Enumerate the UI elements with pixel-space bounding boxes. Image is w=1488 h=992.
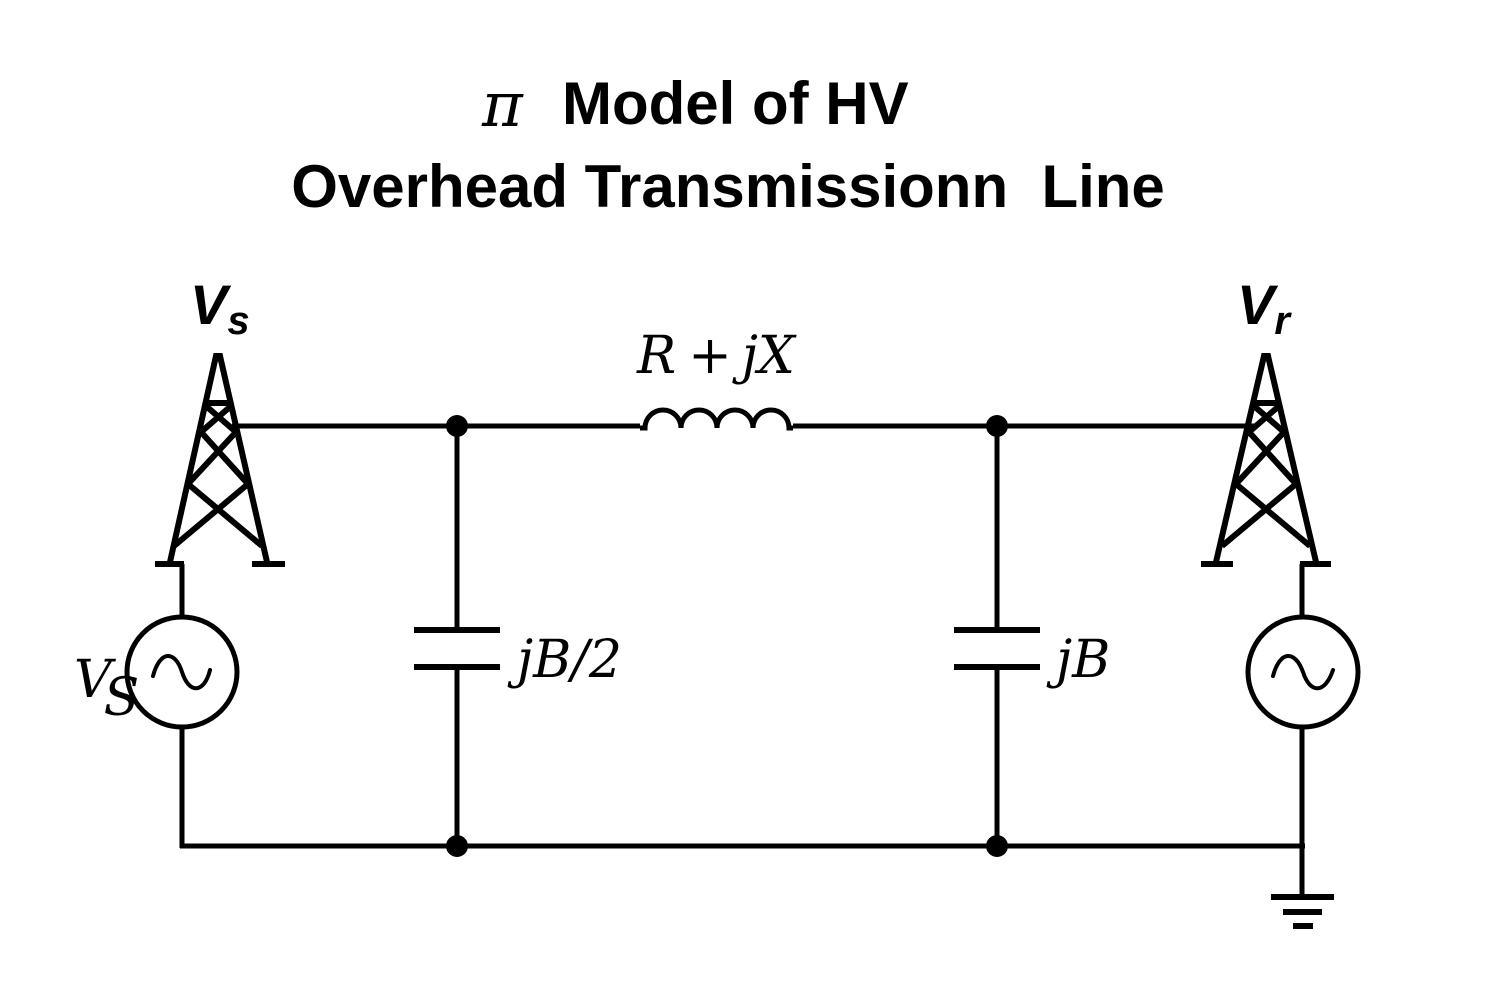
receiving-end-source [1245, 614, 1361, 730]
junction-node-bottom-right [986, 835, 1008, 857]
shunt-right-label: jB [1046, 630, 1110, 690]
ground-icon [1271, 894, 1334, 929]
ac-voltage-source-icon [1245, 614, 1361, 730]
shunt-capacitor-left: jB/2 [414, 627, 622, 690]
transmission-tower-icon [155, 353, 285, 567]
sending-source-label: VS [74, 650, 139, 728]
ac-voltage-source-icon [124, 614, 240, 730]
junction-node-top-left [446, 415, 468, 437]
shunt-left-label: jB/2 [507, 630, 622, 690]
sending-end-tower: Vs [155, 273, 285, 567]
receiving-end-tower: Vr [1201, 273, 1331, 567]
shunt-capacitor-right: jB [954, 627, 1110, 690]
sending-end-source: VS [74, 614, 240, 730]
junction-nodes [446, 415, 1008, 857]
junction-node-top-right [986, 415, 1008, 437]
transmission-tower-icon [1201, 353, 1331, 567]
diagram-title: π Model of HV Overhead Transmissionn Lin… [291, 68, 1165, 220]
series-impedance-label: R + jX [636, 326, 797, 386]
inductor-coil-icon [640, 407, 793, 431]
series-inductor: R + jX [636, 326, 797, 431]
title-pi-symbol: π [481, 68, 524, 141]
title-line-1: Model of HV [562, 70, 909, 137]
junction-node-bottom-left [446, 835, 468, 857]
circuit-wires [179, 423, 1305, 898]
receiving-tower-label: Vr [1237, 273, 1292, 343]
title-line-2: Overhead Transmissionn Line [291, 153, 1165, 220]
sending-tower-label: Vs [190, 273, 250, 343]
